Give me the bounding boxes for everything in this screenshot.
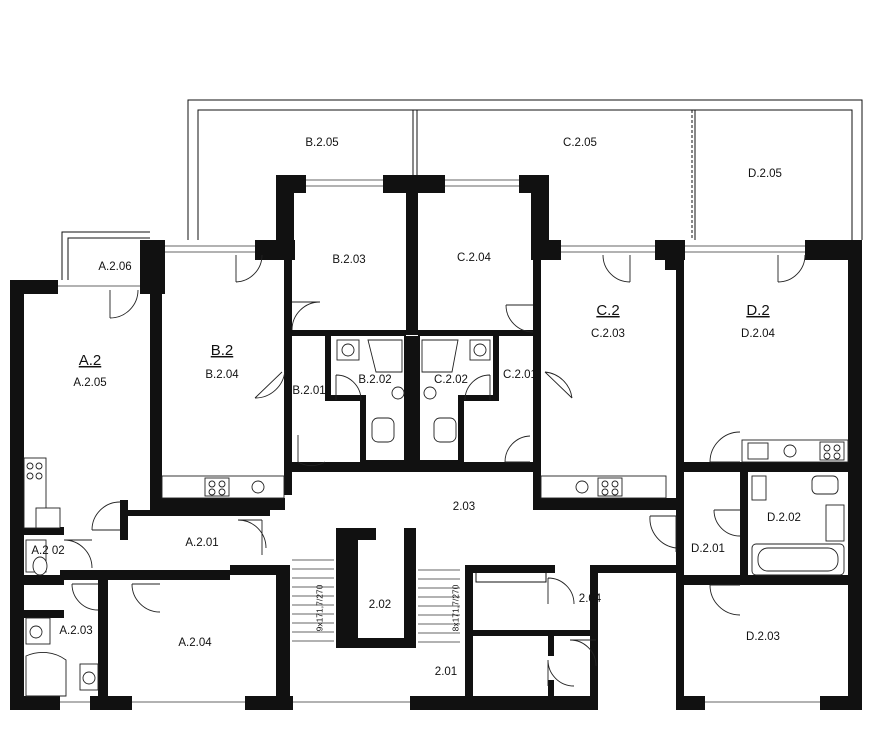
room-label-storage-2-04: 2.04	[579, 593, 602, 605]
right-stair-treads	[418, 569, 460, 643]
room-label-a-2-02: A.2 02	[31, 545, 64, 557]
labels: A.2 B.2 C.2 D.2 A.2.05 A.2.06 A.2 02 A.2…	[31, 137, 801, 678]
stair-note-right: 8x171,7/270	[450, 584, 460, 631]
fixtures	[23, 339, 849, 697]
room-label-b-2-04: B.2.04	[205, 369, 239, 381]
unit-label-b: B.2	[211, 342, 234, 359]
terraces	[61, 99, 863, 280]
walls	[10, 175, 862, 710]
room-label-b-2-03: B.2.03	[332, 254, 365, 266]
room-label-a-2-05: A.2.05	[73, 377, 106, 389]
stairs	[292, 559, 547, 643]
room-label-a-2-04: A.2.04	[178, 637, 212, 649]
unit-label-c: C.2	[596, 302, 619, 319]
room-label-d-2-03: D.2.03	[746, 631, 780, 643]
room-label-b-2-05: B.2.05	[305, 137, 338, 149]
room-label-c-2-02: C.2.02	[434, 374, 468, 386]
windows	[58, 179, 820, 703]
room-label-d-2-02: D.2.02	[767, 512, 801, 524]
room-label-hall-2-03: 2.03	[453, 501, 475, 513]
unit-label-a: A.2	[79, 352, 102, 369]
unit-label-d: D.2	[746, 302, 769, 319]
room-label-d-2-05: D.2.05	[748, 168, 782, 180]
room-label-a-2-01: A.2.01	[185, 537, 218, 549]
room-label-c-2-01: C.2.01	[503, 369, 537, 381]
room-label-d-2-01: D.2.01	[691, 543, 725, 555]
stair-note-left: 9x171,7/270	[314, 584, 324, 631]
left-stair-treads	[292, 559, 334, 642]
room-label-c-2-05: C.2.05	[563, 137, 597, 149]
room-label-c-2-04: C.2.04	[457, 252, 491, 264]
room-label-a-2-03: A.2.03	[59, 625, 92, 637]
room-label-a-2-06: A.2.06	[98, 261, 131, 273]
doors	[63, 254, 806, 687]
room-label-stair-2-02: 2.02	[369, 599, 391, 611]
room-label-b-2-01: B.2.01	[292, 385, 325, 397]
room-label-b-2-02: B.2.02	[358, 374, 391, 386]
room-label-d-2-04: D.2.04	[741, 328, 775, 340]
room-label-stair-2-01: 2.01	[435, 666, 457, 678]
room-label-c-2-03: C.2.03	[591, 328, 625, 340]
